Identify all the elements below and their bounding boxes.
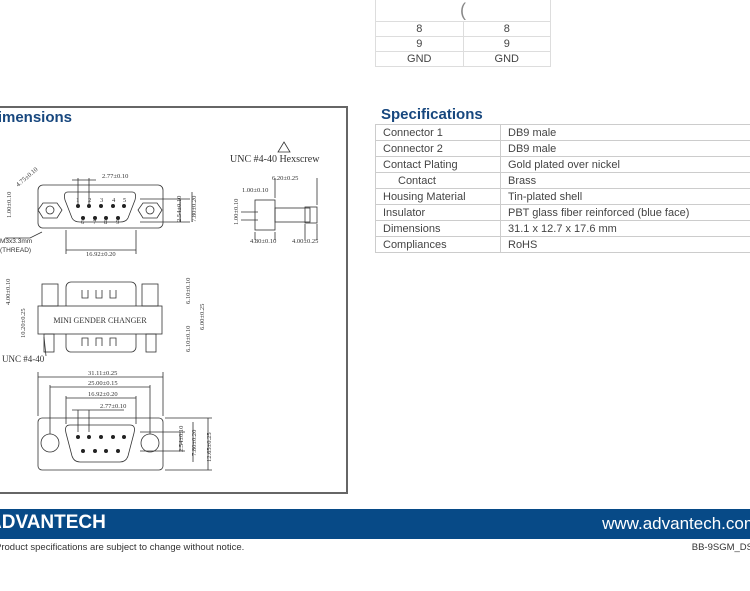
footer-bar: ADVANTECH www.advantech.com	[0, 509, 750, 539]
dim-label: 31.11±0.25	[88, 370, 117, 377]
dim-label: 4.75±0.10	[15, 166, 40, 188]
dim-label: 4.80±0.10	[250, 238, 276, 245]
thread-label: (THREAD)	[0, 247, 31, 254]
hexscrew-title: UNC #4-40 Hexscrew	[230, 154, 320, 165]
dim-label: 4.00±0.25	[292, 238, 318, 245]
dim-label: 1.00±0.10	[233, 199, 240, 225]
dim-label: 2.54±0.10	[176, 196, 183, 222]
dim-label: 6.10±0.10	[185, 326, 192, 352]
dim-label: 10.20±0.25	[20, 308, 27, 338]
website-link[interactable]: www.advantech.com	[602, 514, 750, 533]
dim-label: 1.00±0.10	[242, 187, 268, 194]
screw-label: UNC #4-40	[2, 354, 45, 364]
dim-label: 6.10±0.10	[185, 278, 192, 304]
dim-label: 2.77±0.10	[100, 403, 126, 410]
hexscrew-drawing	[241, 141, 318, 240]
disclaimer-text: Product specifications are subject to ch…	[0, 542, 245, 553]
pin-number: 8	[104, 219, 107, 226]
dimensions-title: Dimensions	[0, 109, 73, 126]
front-view	[5, 178, 193, 254]
pin-number: 2	[88, 197, 91, 204]
pin-number: 1	[76, 197, 79, 204]
table-row: (	[375, 0, 551, 22]
pin-number: 5	[123, 197, 126, 204]
dim-label: 4.00±0.10	[5, 279, 12, 305]
dim-label: 7.80±0.20	[191, 430, 198, 456]
pin-number: 9	[116, 219, 119, 226]
pin-number: 3	[100, 197, 103, 204]
dim-label: 2.54±0.10	[178, 426, 185, 452]
dimension-drawing: 2.77±0.10 16.92±0.20 2.54±0.10 7.80±0.20…	[0, 141, 320, 471]
advantech-logo: ADVANTECH	[0, 512, 106, 533]
bottom-view	[37, 372, 212, 471]
dim-label: 25.00±0.15	[88, 380, 118, 387]
dimensions-panel	[0, 106, 348, 494]
specifications-title: Specifications	[381, 106, 483, 123]
dim-label: 6.20±0.25	[272, 175, 298, 182]
pin-number: 6	[81, 219, 85, 226]
dim-label: 1.00±0.10	[6, 192, 13, 218]
dim-label: 7.80±0.20	[191, 196, 198, 222]
dim-label: 16.92±0.20	[86, 251, 116, 258]
dim-label: 2.77±0.10	[102, 173, 128, 180]
pin-number: 7	[93, 219, 97, 226]
dim-label: 6.00±0.25	[199, 304, 206, 330]
document-id: BB-9SGM_DS	[691, 542, 750, 553]
thread-label: M3x3.3mm	[0, 238, 32, 245]
product-label: MINI GENDER CHANGER	[53, 316, 147, 325]
connector-glyph: (	[460, 0, 466, 20]
dim-label: 12.65±0.25	[206, 432, 213, 462]
pin-number: 4	[112, 197, 116, 204]
side-view	[37, 281, 163, 357]
dim-label: 16.92±0.20	[88, 391, 118, 398]
